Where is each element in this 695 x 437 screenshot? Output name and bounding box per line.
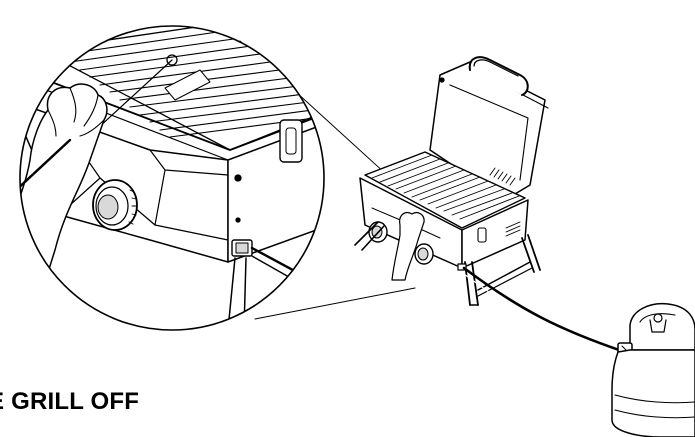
magnified-detail [19, 25, 421, 331]
hand-icon [20, 83, 108, 330]
portable-gas-grill-icon [354, 56, 549, 306]
detail-latch [234, 119, 303, 223]
grill-hand [391, 211, 425, 281]
detail-grate [39, 26, 324, 151]
control-knob-icon [92, 179, 138, 231]
caption-text: E GRILL OFF [0, 388, 140, 415]
gas-hose [462, 266, 627, 359]
grill-lid [429, 56, 549, 201]
grill-grate [364, 151, 526, 229]
propane-tank-icon [611, 302, 695, 437]
